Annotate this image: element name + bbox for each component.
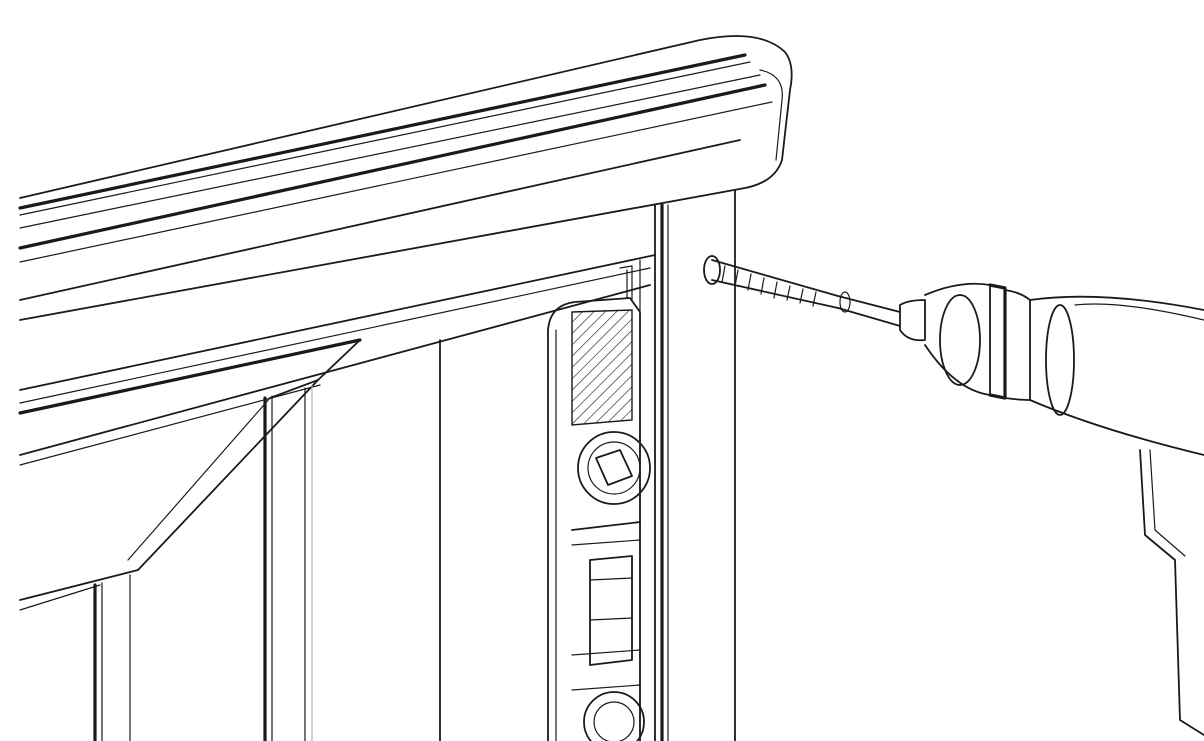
window-sash — [19, 339, 441, 741]
window-frame-head — [18, 35, 793, 466]
power-drill — [837, 282, 1204, 736]
screw — [703, 255, 839, 309]
hinge-fitting — [547, 265, 651, 741]
